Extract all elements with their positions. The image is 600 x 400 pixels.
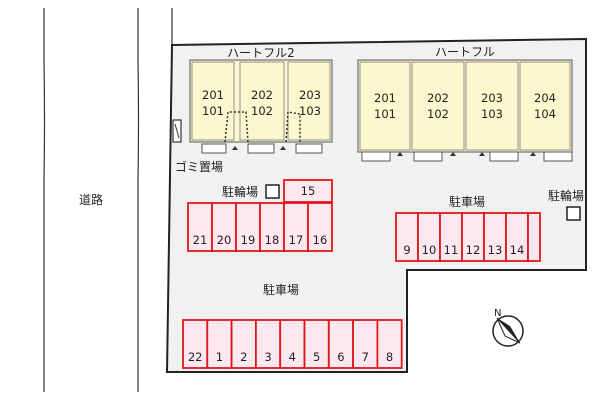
parking-space-number: 21 [193, 233, 208, 247]
parking-space-number: 1 [216, 350, 223, 364]
bike-parking-right [566, 206, 581, 221]
parking-space-number: 19 [241, 233, 256, 247]
unit-label: 202 [427, 91, 449, 105]
unit-label: 103 [481, 107, 503, 121]
parking-space-15: 15 [283, 179, 333, 203]
bike-parking-center [265, 184, 280, 199]
parking-space-number: 4 [289, 350, 296, 364]
parking-space-5: 5 [303, 319, 330, 369]
garbage-label: ゴミ置場 [175, 159, 223, 174]
building-heartful2 [189, 59, 333, 154]
parking-space-14-edge [527, 212, 541, 262]
bike-parking-label: 駐輪場 [222, 184, 258, 199]
unit-label: 104 [534, 107, 556, 121]
parking-space-13: 13 [483, 212, 507, 262]
road-edge-right [137, 8, 140, 392]
parking-space-8: 8 [376, 319, 403, 369]
parking-space-9: 9 [395, 212, 419, 262]
road-edge-left [43, 8, 46, 392]
unit-label: 101 [202, 104, 224, 118]
parking-space-number: 10 [422, 243, 437, 257]
unit-label: 203 [481, 91, 503, 105]
parking-space-4: 4 [279, 319, 306, 369]
parking-space-number: 14 [510, 243, 525, 257]
unit-label: 102 [251, 104, 273, 118]
parking-label-right: 駐車場 [449, 194, 485, 209]
parking-space-number: 15 [301, 184, 316, 198]
compass-icon [492, 315, 524, 347]
parking-label-main: 駐車場 [263, 282, 299, 297]
parking-space-number: 17 [289, 233, 304, 247]
parking-space-21: 21 [187, 202, 213, 252]
unit-label: 203 [299, 88, 321, 102]
parking-space-number: 3 [264, 350, 271, 364]
parking-space-17: 17 [283, 202, 309, 252]
parking-space-3: 3 [254, 319, 282, 369]
parking-space-7: 7 [352, 319, 379, 369]
parking-space-number: 7 [362, 350, 369, 364]
parking-space-6: 6 [327, 319, 354, 369]
parking-space-number: 6 [337, 350, 344, 364]
unit-label: 201 [202, 88, 224, 102]
unit-label: 103 [299, 104, 321, 118]
parking-space-number: 16 [313, 233, 328, 247]
building-name-heartful: ハートフル [435, 45, 495, 59]
unit-label: 201 [374, 91, 396, 105]
building-name-heartful2: ハートフル2 [227, 46, 295, 60]
parking-space-number: 2 [240, 350, 247, 364]
parking-space-number: 18 [265, 233, 280, 247]
building-heartful [357, 59, 573, 162]
parking-space-10: 10 [417, 212, 441, 262]
parking-space-number: 22 [188, 350, 203, 364]
parking-space-number: 9 [403, 243, 410, 257]
unit-label: 202 [251, 88, 273, 102]
parking-space-12: 12 [461, 212, 485, 262]
parking-space-number: 13 [488, 243, 503, 257]
parking-space-number: 8 [386, 350, 393, 364]
parking-space-14: 14 [505, 212, 529, 262]
parking-space-11: 11 [439, 212, 463, 262]
parking-space-number: 11 [444, 243, 459, 257]
parking-space-number: 20 [217, 233, 232, 247]
parking-space-number: 5 [313, 350, 320, 364]
parking-space-1: 1 [206, 319, 233, 369]
parking-space-20: 20 [211, 202, 237, 252]
unit-label: 204 [534, 91, 556, 105]
parking-space-number: 12 [466, 243, 481, 257]
parking-space-18: 18 [259, 202, 285, 252]
compass-north-label: N [494, 308, 501, 319]
unit-label: 101 [374, 107, 396, 121]
parking-space-2: 2 [230, 319, 257, 369]
parking-space-22: 22 [182, 319, 209, 369]
parking-space-16: 16 [307, 202, 333, 252]
road-label: 道路 [79, 192, 103, 207]
unit-label: 102 [427, 107, 449, 121]
bike-parking-label-right: 駐輪場 [548, 188, 584, 203]
parking-space-19: 19 [235, 202, 261, 252]
